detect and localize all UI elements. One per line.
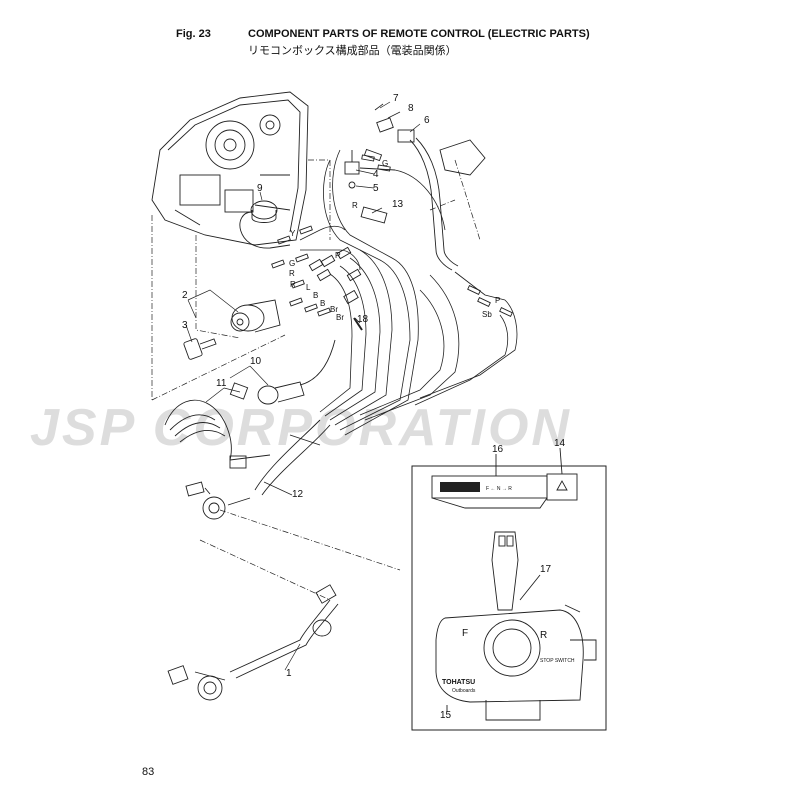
page-number: 83 — [142, 766, 155, 778]
callout-18: 18 — [357, 314, 369, 325]
stop-switch-10 — [257, 339, 336, 405]
callout-13: 13 — [392, 199, 404, 210]
wire-label: B — [313, 291, 318, 300]
figure-title-japanese: リモコンボックス構成部品（電装品関係） — [248, 45, 457, 57]
callout-8: 8 — [408, 103, 414, 114]
inset-panel-box: F ← N → R F R TOHATSU Outboards STOP SWI… — [411, 447, 607, 731]
wire-label: G — [382, 159, 388, 168]
lever-17 — [491, 531, 519, 611]
wire-label: R — [290, 280, 296, 289]
lever-mark-forward: F — [462, 628, 468, 639]
brand-logo: TOHATSU — [442, 679, 475, 686]
callout-16: 16 — [492, 444, 504, 455]
extension-cable-1 — [167, 584, 339, 701]
stop-switch-label: STOP SWITCH — [540, 658, 575, 664]
callout-1: 1 — [286, 668, 292, 679]
switch-4 — [344, 148, 396, 189]
wire-label: Br — [336, 313, 344, 322]
wire-label: P — [495, 296, 500, 305]
callout-5: 5 — [373, 183, 379, 194]
lanyard-coil-11 — [164, 382, 249, 461]
switch-plate-14 — [546, 473, 578, 501]
wire-label: L — [306, 283, 311, 292]
indicator-marks: F ← N → R — [486, 486, 512, 492]
wire-label: Sb — [482, 310, 492, 319]
key-switch-2 — [230, 299, 281, 333]
lever-mark-reverse: R — [540, 630, 547, 641]
figure-title: COMPONENT PARTS OF REMOTE CONTROL (ELECT… — [248, 28, 590, 40]
wire-label: G — [289, 259, 295, 268]
key-3 — [183, 338, 217, 360]
brand-subtitle: Outboards — [452, 688, 476, 694]
wire-label: Y — [290, 229, 296, 238]
wire-label: B — [320, 299, 325, 308]
wire-label: R — [352, 201, 358, 210]
callout-10: 10 — [250, 356, 262, 367]
callout-7: 7 — [393, 93, 399, 104]
callout-12: 12 — [292, 489, 304, 500]
control-body-15 — [435, 609, 584, 703]
harness-12 — [185, 419, 331, 520]
connector-13 — [360, 206, 388, 224]
wire-label: Br — [330, 305, 338, 314]
callout-9: 9 — [257, 183, 263, 194]
callout-3: 3 — [182, 320, 188, 331]
callout-17: 17 — [540, 564, 552, 575]
wire-label: R — [289, 269, 295, 278]
remote-housing — [151, 91, 309, 246]
callout-14: 14 — [554, 438, 566, 449]
figure-number: Fig. 23 — [176, 28, 211, 40]
leader-lines — [151, 159, 481, 601]
wire-terminals — [271, 154, 513, 331]
callout-6: 6 — [424, 115, 430, 126]
watermark: JSP CORPORATION — [30, 399, 572, 457]
callout-4: 4 — [373, 169, 379, 180]
callout-2: 2 — [182, 290, 188, 301]
callout-15: 15 — [440, 710, 452, 721]
callout-numbers: 1 2 3 4 5 6 7 8 9 10 11 12 13 14 15 16 1… — [182, 93, 566, 721]
wire-color-labels: G Y G R R L B B Br Br R R G P Sb — [289, 159, 500, 322]
cable-assembly-6 — [374, 103, 506, 301]
callout-leaders — [185, 101, 421, 671]
buzzer-9 — [239, 200, 291, 249]
wire-label: R — [335, 251, 341, 260]
callout-11: 11 — [216, 378, 227, 389]
wire-harness — [299, 149, 518, 436]
